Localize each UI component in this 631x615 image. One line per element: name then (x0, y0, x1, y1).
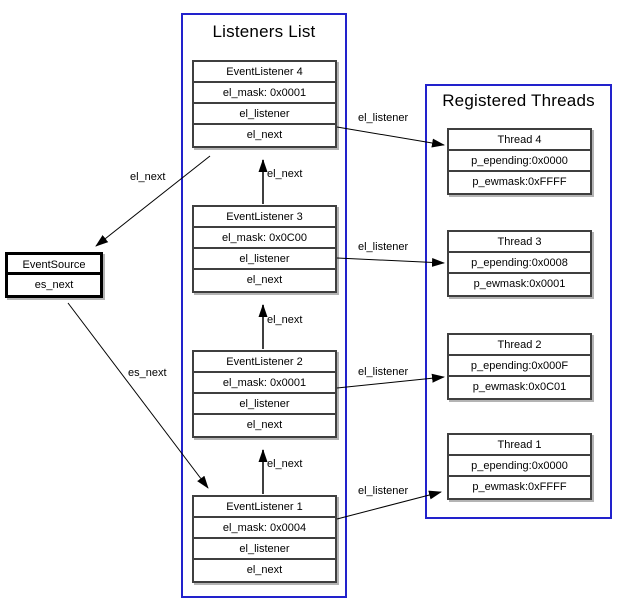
thread-3-box: Thread 3 p_epending:0x0008 p_ewmask:0x00… (447, 230, 592, 297)
event-listener-4-box: EventListener 4 el_mask: 0x0001 el_liste… (192, 60, 337, 148)
event-listener-4-title: EventListener 4 (194, 62, 335, 83)
edge-label-el-next-listener2-to-listener3: el_next (267, 314, 303, 326)
thread-4-box: Thread 4 p_epending:0x0000 p_ewmask:0xFF… (447, 128, 592, 195)
event-listener-2-title: EventListener 2 (194, 352, 335, 373)
event-listener-1-el-listener: el_listener (194, 539, 335, 560)
event-listener-1-box: EventListener 1 el_mask: 0x0004 el_liste… (192, 495, 337, 583)
thread-4-title: Thread 4 (449, 130, 590, 151)
thread-1-p-epending: p_epending:0x0000 (449, 456, 590, 477)
thread-1-p-ewmask: p_ewmask:0xFFFF (449, 477, 590, 498)
edge-label-es-next: es_next (128, 367, 167, 379)
thread-2-title: Thread 2 (449, 335, 590, 356)
thread-2-p-ewmask: p_ewmask:0x0C01 (449, 377, 590, 398)
event-listener-2-box: EventListener 2 el_mask: 0x0001 el_liste… (192, 350, 337, 438)
edge-label-el-listener-to-thread1: el_listener (358, 485, 409, 497)
thread-3-p-epending: p_epending:0x0008 (449, 253, 590, 274)
event-listener-2-el-mask: el_mask: 0x0001 (194, 373, 335, 394)
event-listener-1-el-next: el_next (194, 560, 335, 581)
event-listener-4-el-next: el_next (194, 125, 335, 146)
event-source-title: EventSource (8, 255, 100, 275)
event-listener-1-el-mask: el_mask: 0x0004 (194, 518, 335, 539)
registered-threads-title: Registered Threads (442, 91, 595, 110)
event-source-row-es-next: es_next (8, 275, 100, 295)
event-listener-3-box: EventListener 3 el_mask: 0x0C00 el_liste… (192, 205, 337, 293)
event-listener-4-el-listener: el_listener (194, 104, 335, 125)
thread-3-p-ewmask: p_ewmask:0x0001 (449, 274, 590, 295)
thread-1-title: Thread 1 (449, 435, 590, 456)
edge-label-el-listener-to-thread2: el_listener (358, 366, 409, 378)
edge-label-el-listener-to-thread4: el_listener (358, 112, 409, 124)
event-listener-3-el-next: el_next (194, 270, 335, 291)
listeners-list-title: Listeners List (212, 22, 316, 41)
event-listener-2-el-next: el_next (194, 415, 335, 436)
thread-4-p-ewmask: p_ewmask:0xFFFF (449, 172, 590, 193)
thread-2-p-epending: p_epending:0x000F (449, 356, 590, 377)
edge-label-el-next-listener3-to-listener4: el_next (267, 168, 303, 180)
edge-label-el-listener-to-thread3: el_listener (358, 241, 409, 253)
event-source-box: EventSource es_next (5, 252, 103, 298)
event-listener-3-el-mask: el_mask: 0x0C00 (194, 228, 335, 249)
thread-1-box: Thread 1 p_epending:0x0000 p_ewmask:0xFF… (447, 433, 592, 500)
thread-2-box: Thread 2 p_epending:0x000F p_ewmask:0x0C… (447, 333, 592, 400)
event-listener-3-title: EventListener 3 (194, 207, 335, 228)
event-listener-1-title: EventListener 1 (194, 497, 335, 518)
edge-label-el-next-listener1-to-listener2: el_next (267, 458, 303, 470)
event-listener-4-el-mask: el_mask: 0x0001 (194, 83, 335, 104)
event-listener-2-el-listener: el_listener (194, 394, 335, 415)
event-listener-3-el-listener: el_listener (194, 249, 335, 270)
thread-4-p-epending: p_epending:0x0000 (449, 151, 590, 172)
thread-3-title: Thread 3 (449, 232, 590, 253)
edge-label-el-next-listener4-to-source: el_next (130, 171, 166, 183)
